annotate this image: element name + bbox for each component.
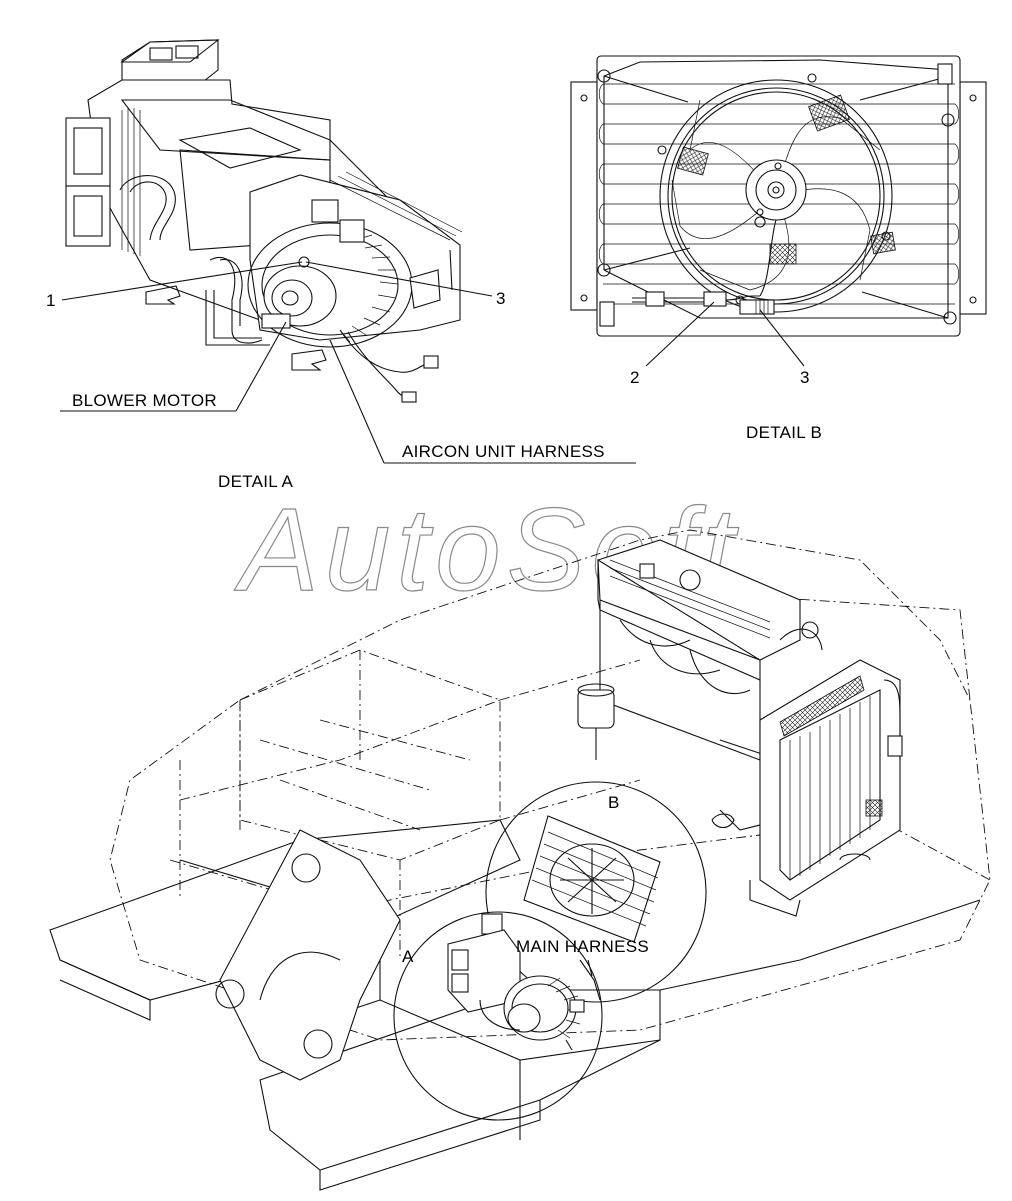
detail-b-callout-3: 3 xyxy=(800,368,809,387)
circle-b-label: B xyxy=(608,793,620,812)
main-harness-label: MAIN HARNESS xyxy=(516,937,649,956)
blower-motor-label: BLOWER MOTOR xyxy=(72,391,217,410)
detail-b-callout-2: 2 xyxy=(630,368,639,387)
detail-a-aircon-unit xyxy=(65,39,463,403)
detail-a-callout-1: 1 xyxy=(46,291,55,310)
radiator xyxy=(749,659,903,917)
overview-aircon-unit xyxy=(447,913,601,1051)
detail-b-condenser-fan xyxy=(570,55,987,337)
detail-b-labels: 2 3 DETAIL B xyxy=(630,301,822,442)
machine-overview: B A MAIN HARNESS xyxy=(49,529,991,1191)
overview-condenser xyxy=(523,815,661,943)
detail-a-title: DETAIL A xyxy=(218,472,294,491)
detail-a-callout-3: 3 xyxy=(496,289,505,308)
detail-b-title: DETAIL B xyxy=(746,423,822,442)
circle-a-label: A xyxy=(402,947,414,966)
aircon-unit-harness-label: AIRCON UNIT HARNESS xyxy=(402,442,605,461)
detail-a-labels: 1 3 BLOWER MOTOR AIRCON UNIT HARNESS DET… xyxy=(46,261,636,491)
